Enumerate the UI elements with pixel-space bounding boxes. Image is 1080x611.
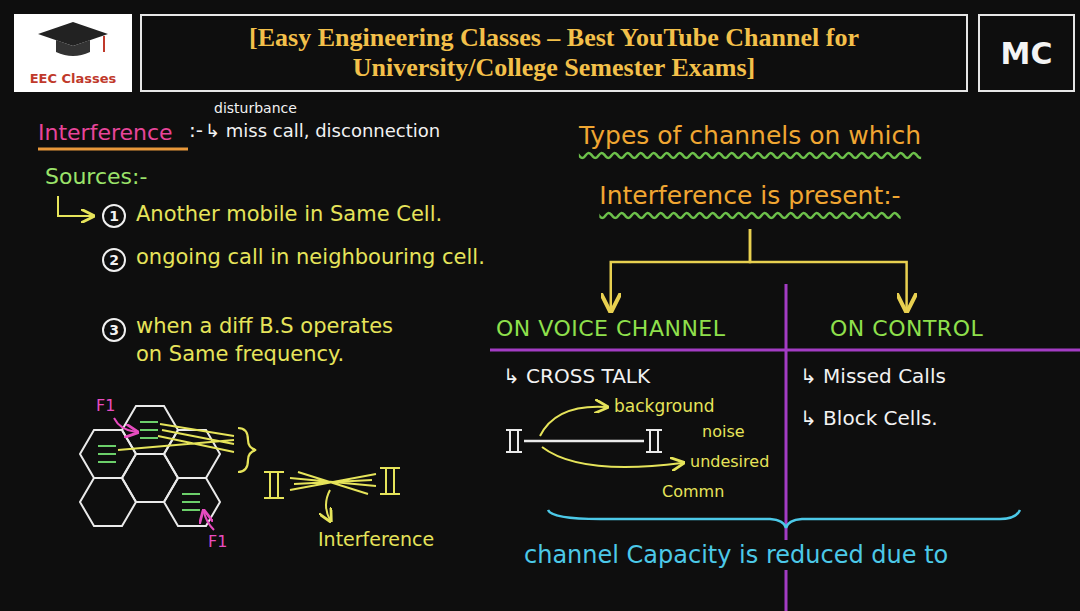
note-text: noise bbox=[702, 422, 745, 442]
tree-connector bbox=[750, 229, 907, 311]
callout-number: 1 bbox=[102, 204, 126, 228]
antenna-symbol bbox=[506, 430, 662, 452]
note-text: Interference bbox=[318, 528, 434, 552]
callout-number: 3 bbox=[102, 318, 126, 342]
list-item: when a diff B.S operates on Same frequen… bbox=[136, 312, 396, 368]
list-item: Another mobile in Same Cell. bbox=[136, 201, 442, 227]
node-text: Types of channels on which Interference … bbox=[579, 121, 921, 210]
section-heading: Sources:- bbox=[45, 163, 147, 191]
callout-number: 2 bbox=[102, 248, 126, 272]
heading-node: Types of channels on which Interference … bbox=[510, 106, 990, 226]
note-text: undesired bbox=[690, 452, 769, 472]
node-text: [Easy Engineering Classes – Best YouTube… bbox=[156, 23, 952, 83]
pointer-arrow bbox=[540, 407, 606, 436]
branch-heading: ON CONTROL bbox=[826, 314, 987, 343]
note-text: Commn bbox=[662, 482, 724, 502]
cell-hexagons bbox=[80, 406, 220, 526]
note-text: disturbance bbox=[214, 100, 297, 118]
header-box: [Easy Engineering Classes – Best YouTube… bbox=[140, 14, 968, 92]
underline bbox=[38, 148, 188, 151]
node-text: MC bbox=[1001, 36, 1053, 71]
pointer-arrow bbox=[114, 418, 136, 432]
list-item: ↳ CROSS TALK bbox=[503, 364, 650, 389]
pointer-arrow bbox=[542, 447, 682, 467]
frequency-label: F1 bbox=[208, 532, 227, 552]
frequency-label: F1 bbox=[96, 396, 115, 416]
pointer-arrow bbox=[204, 512, 214, 530]
node-text: ON VOICE CHANNEL bbox=[496, 316, 726, 341]
hook-arrow bbox=[58, 196, 92, 216]
node-text: EEC Classes bbox=[30, 71, 117, 86]
graduation-cap bbox=[38, 22, 108, 56]
curly-brace bbox=[548, 510, 1020, 528]
note-text: ↳ miss call, disconnection bbox=[205, 120, 440, 143]
interference-strokes bbox=[118, 424, 234, 452]
antenna-symbol bbox=[264, 468, 400, 498]
conclusion-text: channel Capacity is reduced due to bbox=[520, 540, 952, 570]
note-text: background bbox=[614, 396, 715, 417]
curly-bracket bbox=[238, 428, 256, 472]
subject-box: MC bbox=[978, 14, 1075, 92]
list-item: ↳ Block Cells. bbox=[800, 406, 938, 431]
logo-ground bbox=[14, 14, 132, 92]
punctuation: :- bbox=[189, 118, 203, 143]
list-item: ongoing call in neighbouring cell. bbox=[136, 243, 496, 271]
term-heading: Interference bbox=[38, 119, 173, 147]
branch-heading: ON VOICE CHANNEL bbox=[492, 314, 730, 343]
list-item: ↳ Missed Calls bbox=[800, 364, 946, 389]
tree-connector bbox=[611, 229, 750, 311]
logo-box: EEC Classes bbox=[14, 14, 132, 92]
node-text: ON CONTROL bbox=[830, 316, 983, 341]
pointer-arrow bbox=[326, 490, 330, 520]
